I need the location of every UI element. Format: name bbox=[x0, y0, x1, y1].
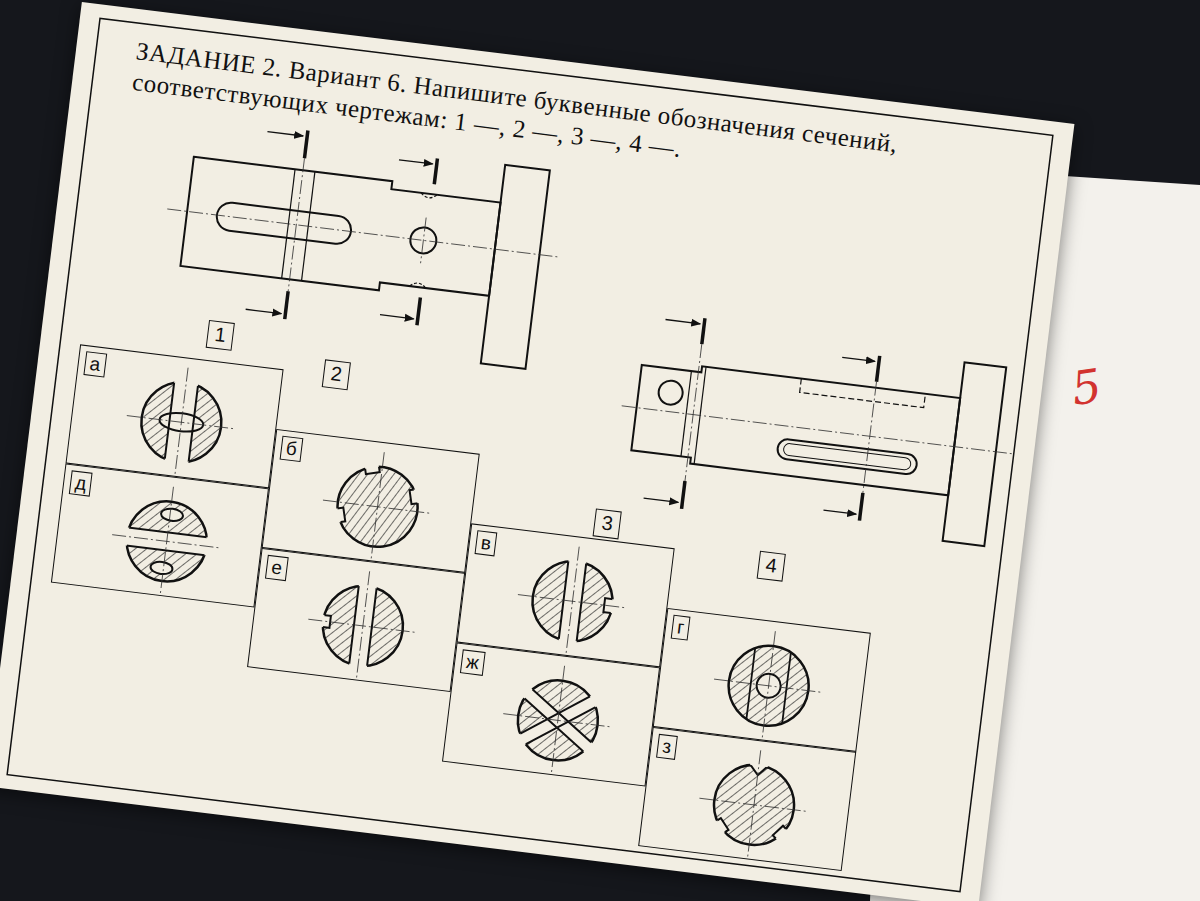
drawing-stroke bbox=[175, 368, 188, 477]
section-cell: в bbox=[457, 523, 675, 667]
drawing-stroke bbox=[943, 362, 1007, 546]
section-letter: в bbox=[475, 530, 498, 556]
drawing-stroke bbox=[783, 443, 912, 471]
section-figure bbox=[312, 441, 441, 568]
drawing-stroke bbox=[877, 356, 880, 382]
drawing-stroke bbox=[551, 666, 564, 775]
shaft-drawing bbox=[610, 310, 1023, 548]
drawing-stroke bbox=[288, 158, 304, 291]
drawing-stroke bbox=[631, 359, 961, 495]
drawing-number-box: 1 bbox=[206, 320, 235, 351]
section-letter: г bbox=[671, 615, 691, 641]
drawing-stroke bbox=[371, 452, 384, 561]
drawing-stroke bbox=[702, 318, 705, 344]
section-cell: ж bbox=[442, 642, 660, 786]
card-frame bbox=[7, 18, 1053, 891]
callout-number: 1 bbox=[213, 322, 227, 347]
shaft-drawing bbox=[153, 115, 571, 372]
drawing-stroke bbox=[323, 453, 426, 524]
drawing-number-box: 3 bbox=[593, 508, 622, 539]
drawing-stroke bbox=[285, 291, 288, 319]
drawing-number-box: 2 bbox=[322, 359, 351, 390]
section-cell: е bbox=[247, 548, 465, 692]
section-letter: а bbox=[83, 351, 106, 377]
drawing-stroke bbox=[776, 438, 917, 475]
drawing-stroke bbox=[267, 132, 303, 136]
section-letter: ж bbox=[460, 649, 485, 676]
section-cell: а bbox=[66, 344, 284, 488]
section-figure bbox=[497, 659, 620, 782]
drawing-stroke bbox=[380, 315, 414, 319]
drawing-stroke bbox=[421, 193, 437, 199]
drawing-stroke bbox=[246, 309, 282, 313]
section-cell: д bbox=[51, 463, 269, 607]
callout-number: 4 bbox=[764, 553, 778, 578]
drawing-stroke bbox=[434, 159, 437, 185]
drawing-stroke bbox=[863, 382, 877, 493]
drawing-stroke bbox=[566, 547, 579, 656]
drawing-stroke bbox=[167, 209, 559, 257]
drawing-stroke bbox=[323, 453, 430, 554]
drawing-stroke bbox=[356, 571, 369, 680]
section-letter: д bbox=[69, 470, 93, 496]
section-letter: б bbox=[280, 436, 304, 462]
task-card: 1234абвгдежз ЗАДАНИЕ 2. Вариант 6. Напиш… bbox=[0, 2, 1074, 901]
drawing-stroke bbox=[410, 282, 426, 288]
drawing-stroke bbox=[622, 406, 1012, 454]
drawing-stroke bbox=[657, 379, 684, 406]
drawing-stroke bbox=[160, 487, 173, 596]
drawing-stroke bbox=[399, 160, 433, 164]
section-figure bbox=[693, 744, 816, 867]
drawing-stroke bbox=[823, 510, 856, 514]
drawing-stroke bbox=[323, 453, 426, 524]
drawing-stroke bbox=[666, 320, 701, 324]
callout-number: 3 bbox=[600, 510, 614, 535]
drawing-stroke bbox=[682, 481, 685, 509]
drawing-stroke bbox=[747, 750, 760, 859]
section-letter: е bbox=[265, 555, 288, 581]
drawing-stroke bbox=[304, 131, 307, 159]
section-cell: г bbox=[653, 608, 871, 752]
section-letter: з bbox=[656, 734, 678, 760]
section-cell: з bbox=[638, 727, 856, 871]
drawing-stroke bbox=[842, 357, 875, 361]
drawing-stroke bbox=[417, 297, 420, 325]
drawing-stroke bbox=[481, 165, 550, 369]
section-figure bbox=[511, 540, 634, 663]
section-figure bbox=[120, 361, 243, 484]
drawing-stroke bbox=[685, 344, 702, 481]
drawing-stroke bbox=[762, 631, 775, 740]
drawing-stroke bbox=[644, 498, 679, 502]
drawing-stroke bbox=[859, 493, 862, 521]
drawing-stroke bbox=[180, 157, 501, 304]
drawing-stroke bbox=[421, 218, 427, 264]
callout-number: 2 bbox=[329, 361, 343, 386]
drawing-stroke bbox=[745, 634, 757, 733]
section-figure bbox=[707, 625, 830, 748]
section-cell: б bbox=[262, 429, 480, 573]
drawing-number-box: 4 bbox=[757, 551, 786, 582]
section-figure bbox=[302, 565, 425, 688]
section-figure bbox=[105, 480, 228, 603]
drawing-stroke bbox=[800, 378, 926, 407]
